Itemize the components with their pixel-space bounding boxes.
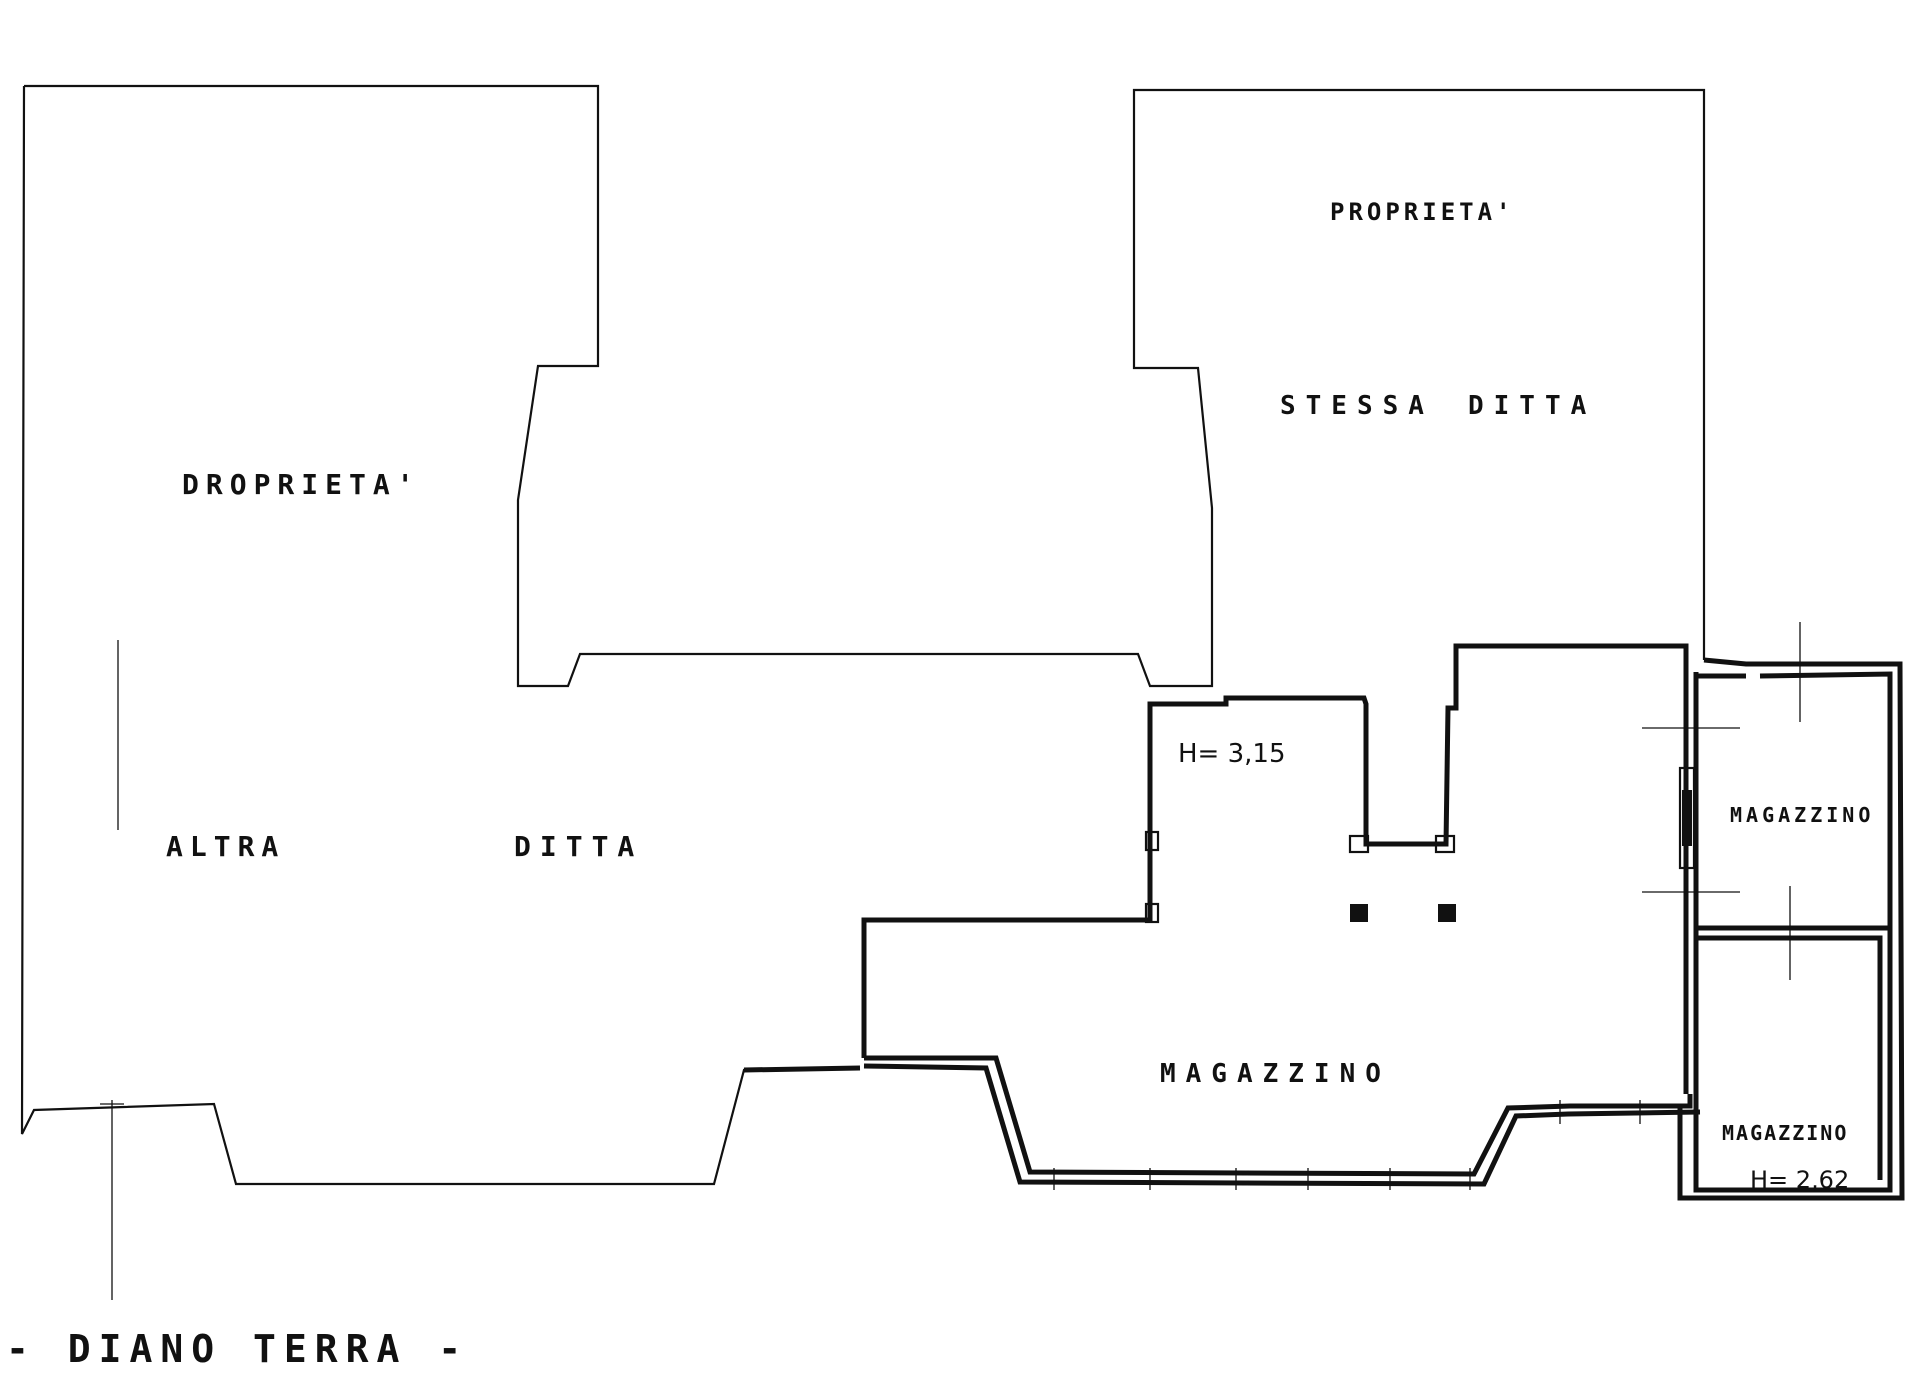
- storage-block-outline-outer: [1677, 657, 1905, 1201]
- label-magazzino-upper: MAGAZZINO: [1730, 803, 1874, 827]
- label-ditta-left: DITTA: [514, 830, 643, 863]
- storage-block-outline-inner: [1693, 671, 1893, 1193]
- magazzino-south-wall-outer: [864, 1055, 1693, 1177]
- interior-wall-stubs: [1144, 830, 1456, 924]
- left-property-outline: [24, 84, 1706, 688]
- magazzino-south-wall-inner: [863, 1063, 1701, 1187]
- label-height-main: H= 3,15: [1178, 739, 1286, 769]
- floor-title: - DIANO TERRA -: [6, 1327, 469, 1371]
- storage-window-marks: [1642, 622, 1801, 980]
- upper-magazzino-walls: [1696, 673, 1890, 1180]
- pillars: [1350, 904, 1456, 922]
- left-wall-west: [20, 85, 861, 1186]
- label-proprieta-left: DROPRIETA': [182, 468, 421, 501]
- left-wall-south-connection: [743, 1065, 861, 1073]
- label-altra: ALTRA: [166, 830, 285, 863]
- label-stessa: STESSA: [1280, 391, 1434, 421]
- magazzino-main-walls: [861, 643, 1689, 1058]
- label-magazzino-main: MAGAZZINO: [1160, 1059, 1391, 1089]
- label-ditta-right: DITTA: [1468, 391, 1596, 421]
- label-height-lower: H= 2,62: [1750, 1166, 1849, 1194]
- label-proprieta-right: PROPRIETA': [1330, 198, 1515, 226]
- construction-lines: [100, 640, 124, 1300]
- south-window-marks: [1053, 1100, 1641, 1190]
- label-magazzino-lower: MAGAZZINO: [1722, 1121, 1848, 1145]
